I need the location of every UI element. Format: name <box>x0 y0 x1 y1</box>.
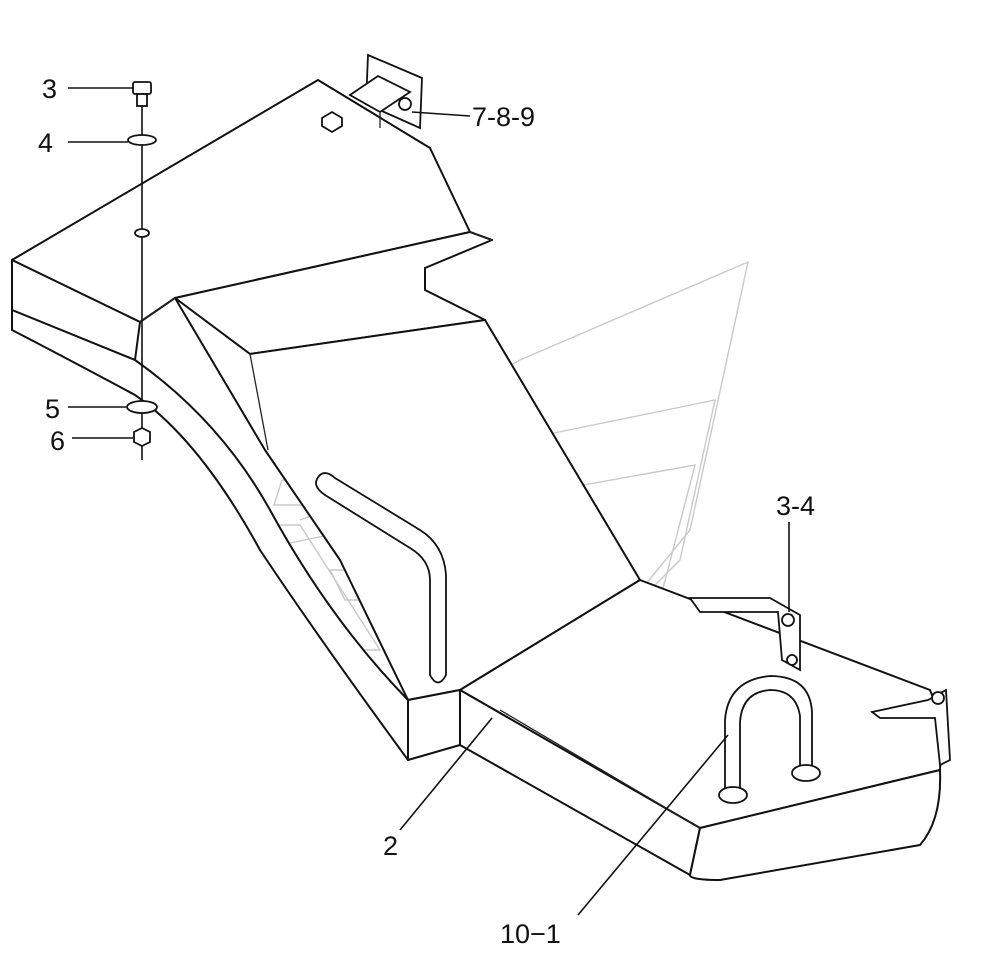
callout-4: 4 <box>38 128 53 158</box>
fender-curved-side <box>11 309 409 761</box>
mounting-bracket-side <box>688 597 801 672</box>
mounting-bracket-top <box>348 53 423 130</box>
grab-handle-lower <box>718 675 821 804</box>
grab-handle-upper <box>315 472 447 684</box>
fender-block-front <box>407 689 461 761</box>
callout-6: 6 <box>50 426 65 456</box>
callout-7-8-9: 7-8-9 <box>472 102 535 132</box>
fastener-stack <box>126 81 158 460</box>
washer-top <box>127 134 157 146</box>
callout-3-4: 3-4 <box>776 491 815 521</box>
top-nut <box>321 110 343 134</box>
mounting-bracket-end <box>869 688 951 767</box>
bolt-shank <box>136 93 148 107</box>
bolt-head <box>132 81 152 95</box>
leader-lines <box>68 87 790 916</box>
callout-5: 5 <box>45 394 60 424</box>
fender-lower-end <box>689 769 942 881</box>
washer-bottom <box>126 400 158 414</box>
callout-10-1: 10−1 <box>500 919 561 949</box>
mount-hole <box>134 228 150 238</box>
callout-2: 2 <box>383 831 398 861</box>
nut-bottom <box>133 426 151 448</box>
callout-3: 3 <box>42 74 57 104</box>
